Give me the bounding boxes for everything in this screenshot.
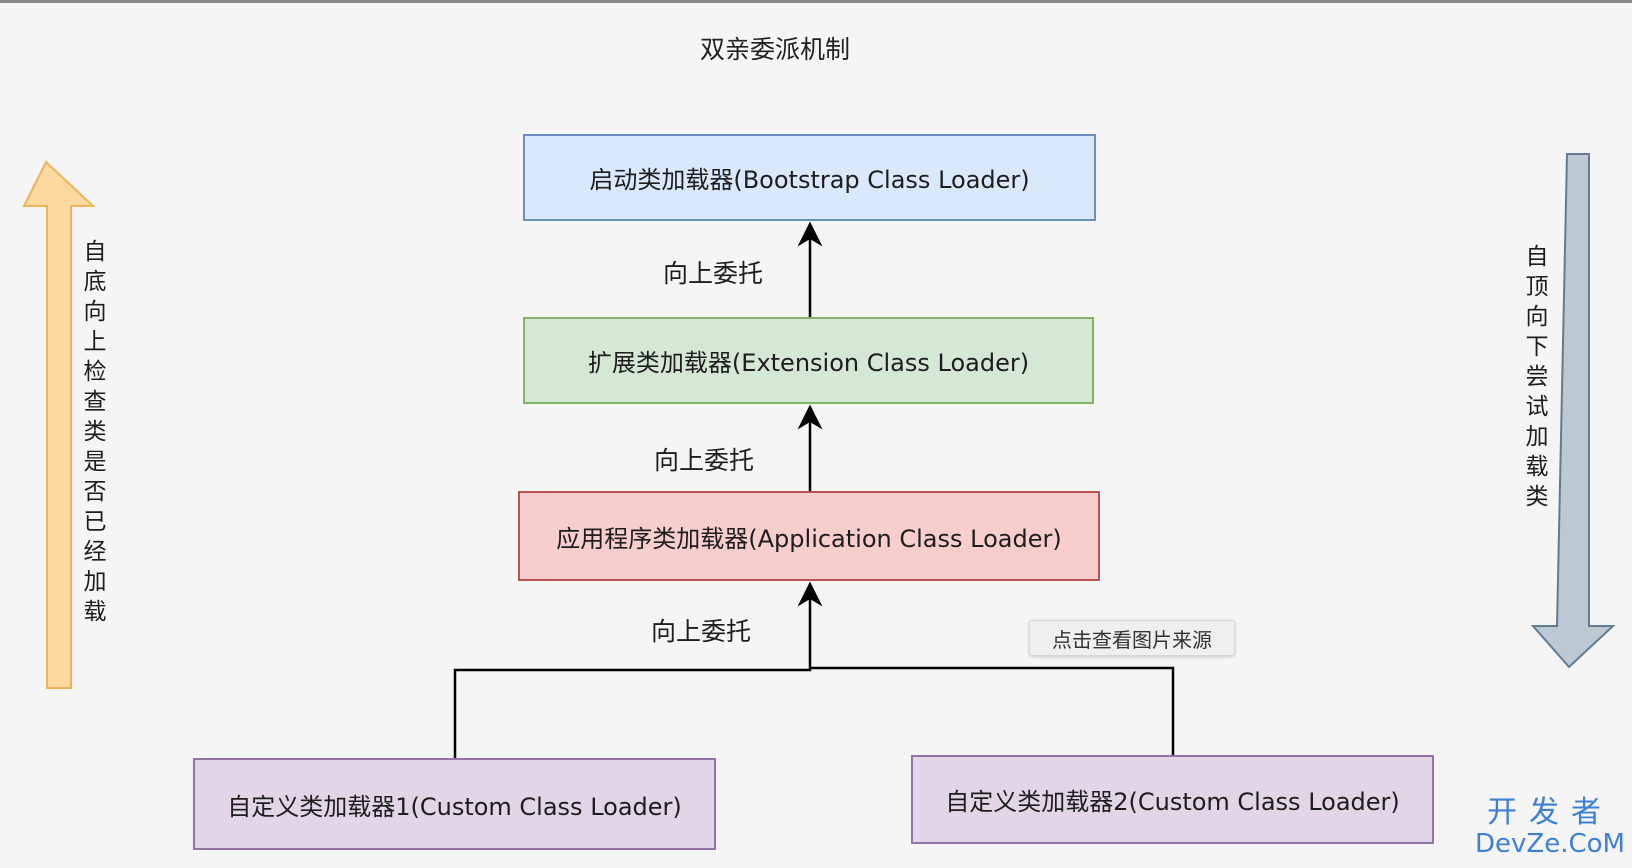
top-down-arrow [1530, 153, 1616, 669]
custom-class-loader-2-box: 自定义类加载器2(Custom Class Loader) [911, 755, 1434, 844]
top-down-load-label: 自顶向下尝试加载类 [1525, 244, 1549, 510]
devze-watermark-logo: 开发者 DevZe.CoM [1474, 795, 1626, 859]
bootstrap-class-loader-box: 启动类加载器(Bootstrap Class Loader) [523, 134, 1096, 221]
delegate-up-label: 向上委托 [654, 446, 755, 475]
custom-class-loader-1-box: 自定义类加载器1(Custom Class Loader) [193, 758, 716, 850]
bottom-up-arrow [22, 160, 96, 689]
delegate-up-label: 向上委托 [651, 617, 752, 646]
image-source-tooltip[interactable]: 点击查看图片来源 [1029, 620, 1235, 656]
diagram-title: 双亲委派机制 [699, 35, 850, 64]
watermark-cn-text: 开发者 [1487, 795, 1613, 830]
extension-class-loader-box: 扩展类加载器(Extension Class Loader) [523, 317, 1094, 404]
application-class-loader-box: 应用程序类加载器(Application Class Loader) [518, 491, 1100, 581]
bottom-up-check-label: 自底向上检查类是否已经加载 [83, 239, 107, 625]
watermark-en-text: DevZe.CoM [1475, 829, 1625, 859]
edge-custom-merge [453, 581, 823, 758]
edge-custom2-branch [810, 666, 1175, 755]
top-border-rule [0, 0, 1632, 3]
delegate-up-label: 向上委托 [663, 259, 764, 288]
